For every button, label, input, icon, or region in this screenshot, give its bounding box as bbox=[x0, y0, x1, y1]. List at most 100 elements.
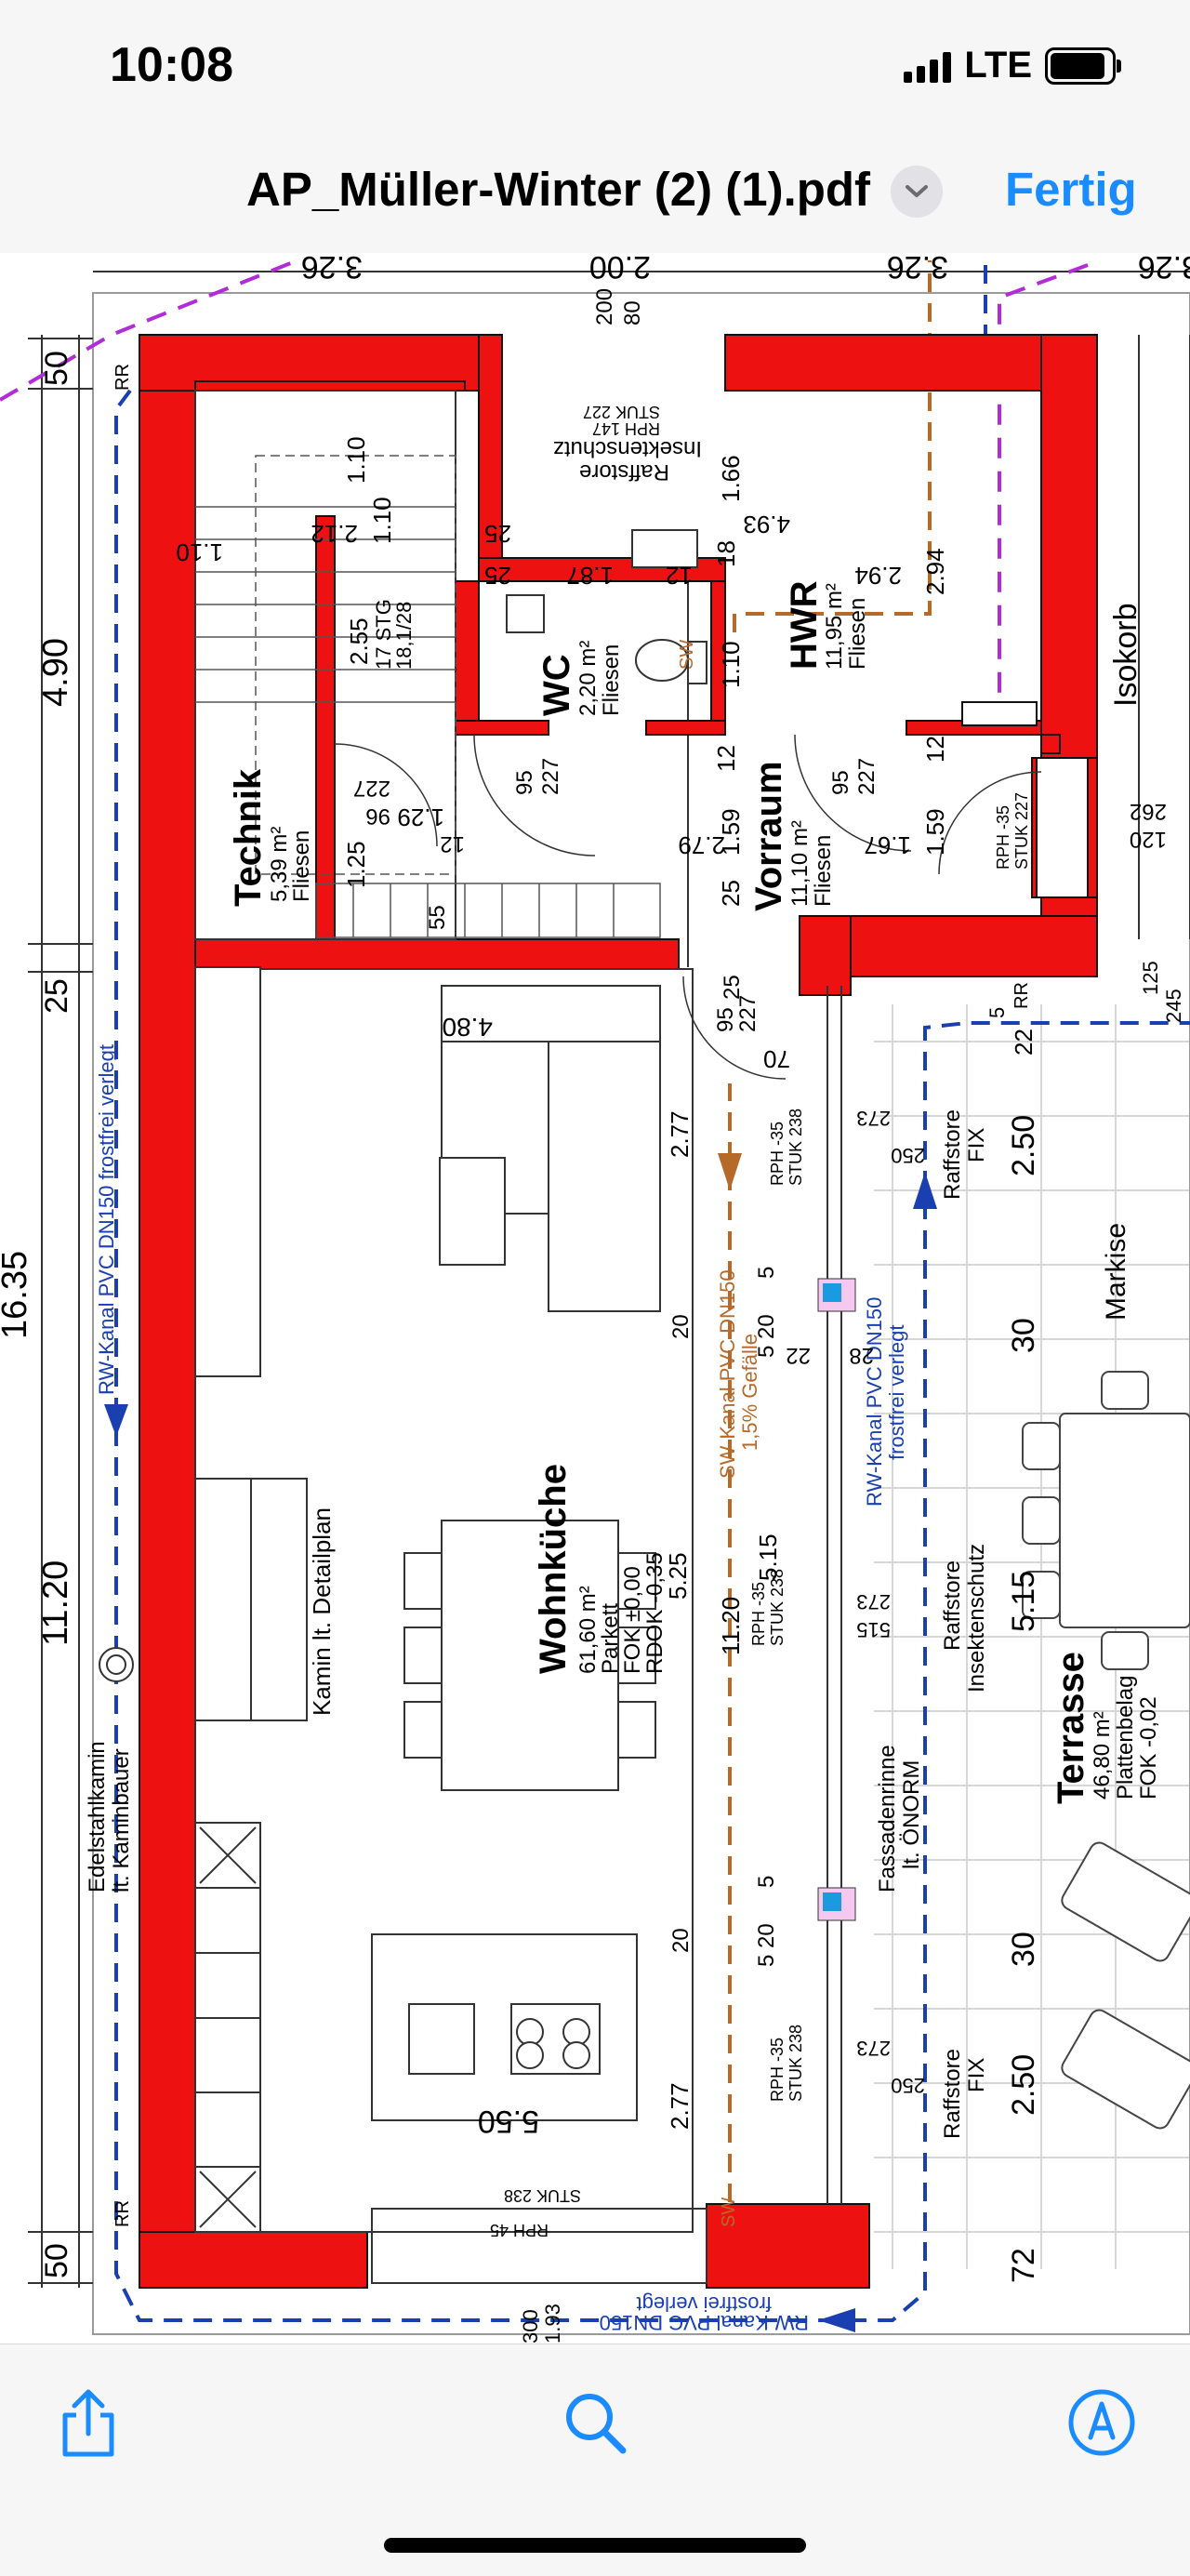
dim-166: 1.66 bbox=[717, 455, 745, 502]
dim-left-1120: 11.20 bbox=[36, 1560, 75, 1646]
dim-277a: 2.77 bbox=[666, 1110, 694, 1158]
markup-button[interactable] bbox=[1064, 2385, 1139, 2460]
dim-18: 18 bbox=[712, 540, 740, 567]
dim-left-490: 4.90 bbox=[36, 638, 75, 707]
dim-273b: 273 bbox=[856, 1590, 891, 1613]
furniture bbox=[194, 966, 661, 2233]
dim-left-50a: 50 bbox=[39, 351, 74, 386]
dim-rph3: RPH -35 bbox=[768, 2038, 787, 2102]
dim-250c: 250 bbox=[891, 2074, 925, 2097]
dim-5a: 5 bbox=[985, 1007, 1009, 1018]
window-columns bbox=[817, 1278, 856, 1921]
top-rph-label: RPH 147 bbox=[592, 419, 660, 438]
dim-30b: 30 bbox=[1006, 1932, 1041, 1967]
dim-245: 245 bbox=[1162, 989, 1185, 1023]
dim-top-200: 2.00 bbox=[589, 253, 651, 285]
dim-25d: 25 bbox=[720, 975, 745, 1000]
dim-250a: 2.50 bbox=[1006, 1115, 1041, 1176]
dim-273c: 273 bbox=[856, 2037, 891, 2060]
dimension-lines bbox=[28, 271, 1190, 2288]
markise-label: Markise bbox=[1101, 1223, 1131, 1321]
dim-277b: 2.77 bbox=[666, 2082, 694, 2130]
dim-stuk1: STUK 238 bbox=[787, 1109, 805, 1186]
dim-110b: 1.10 bbox=[176, 538, 223, 566]
room-floor-wohnkueche: Parkett bbox=[598, 1603, 623, 1674]
dim-294b: 2.94 bbox=[921, 548, 949, 595]
dim-20a: 20 bbox=[668, 1314, 694, 1339]
stairs2-label: 18,1/28 bbox=[392, 602, 416, 670]
room-floor-terrasse: Plattenbelag bbox=[1113, 1676, 1138, 1799]
title-menu-button[interactable] bbox=[891, 166, 943, 218]
dim-255: 2.55 bbox=[345, 617, 373, 665]
fassadenrinne-label: Fassadenrinne bbox=[875, 1745, 900, 1892]
room-area-hwr: 11,95 m² bbox=[822, 583, 847, 670]
dim-193: 1.93 bbox=[541, 2304, 564, 2344]
dimension-labels: 4.90 25 11.20 50 50 16.35 3.26 2.00 3.26… bbox=[0, 253, 1190, 2344]
bottom-rph-label: RPH 45 bbox=[490, 2221, 549, 2239]
rw-right-label: RW-Kanal PVC DN150 bbox=[863, 1297, 886, 1507]
dim-227b: 227 bbox=[854, 758, 879, 795]
dim-300: 300 bbox=[519, 2309, 542, 2344]
dim-30a: 30 bbox=[1006, 1318, 1041, 1353]
dim-159a: 1.59 bbox=[717, 808, 745, 856]
dim-520b: 5 20 bbox=[754, 1923, 779, 1967]
sw-kanal-label: SW-Kanal PVC DN150 bbox=[716, 1269, 739, 1479]
dim-top-326a: 3.26 bbox=[301, 253, 363, 285]
share-icon bbox=[62, 2389, 114, 2457]
chevron-down-icon bbox=[906, 185, 928, 197]
dim-294a: 2.94 bbox=[854, 562, 902, 590]
room-name-vorraum: Vorraum bbox=[748, 761, 789, 911]
dim-273a: 273 bbox=[856, 1107, 891, 1130]
fix-1: FIX bbox=[964, 1128, 989, 1162]
stairs-label: 17 STG bbox=[372, 599, 395, 670]
search-button[interactable] bbox=[558, 2385, 632, 2460]
dim-5b: 5 bbox=[754, 1267, 779, 1279]
sw-bottom-label: SW bbox=[719, 2198, 739, 2227]
dim-72: 72 bbox=[1006, 2248, 1041, 2283]
dim-120: 120 bbox=[1130, 827, 1167, 852]
dim-515a: 5.15 bbox=[754, 1534, 782, 1581]
dim-520a: 5 20 bbox=[754, 1314, 779, 1358]
top-raffstore-label: Raffstore bbox=[579, 459, 669, 485]
floor-plan-viewer[interactable]: Technik 5,39 m² Fliesen WC 2,20 m² Flies… bbox=[0, 253, 1190, 2344]
dim-227d: 227 bbox=[735, 995, 760, 1032]
dim-515c: 5.15 bbox=[1006, 1571, 1041, 1632]
room-fok-wohnkueche: FOK ±0,00 bbox=[620, 1566, 645, 1674]
door-swings bbox=[334, 734, 1042, 1080]
room-floor-vorraum: Fliesen bbox=[811, 835, 836, 907]
raffstore-fix-1: Raffstore bbox=[940, 1109, 965, 1200]
dim-250d: 2.50 bbox=[1006, 2054, 1041, 2116]
dim-top-326b: 3.26 bbox=[887, 253, 948, 285]
rr-top-label: RR bbox=[112, 364, 133, 391]
dim-left-1635: 16.35 bbox=[0, 1251, 34, 1339]
dim-left-25: 25 bbox=[39, 978, 74, 1014]
room-floor-hwr: Fliesen bbox=[845, 598, 870, 670]
dim-rph-top: RPH -35 bbox=[994, 805, 1012, 870]
sw-top-label: SW bbox=[677, 640, 697, 670]
dim-129: 1.29 bbox=[397, 803, 444, 831]
dim-rph2: RPH -35 bbox=[749, 1582, 768, 1646]
status-bar: 10:08 LTE bbox=[0, 0, 1190, 139]
done-button[interactable]: Fertig bbox=[1005, 163, 1137, 216]
dim-110c: 1.10 bbox=[368, 497, 396, 544]
dim-12c: 12 bbox=[921, 736, 949, 763]
dim-28: 28 bbox=[849, 1343, 874, 1368]
insektenschutz-label: Insektenschutz bbox=[964, 1544, 989, 1693]
dim-25c: 25 bbox=[717, 880, 745, 907]
dim-rph1: RPH -35 bbox=[768, 1122, 787, 1186]
dim-95c: 95 bbox=[713, 1007, 738, 1032]
room-area-wc: 2,20 m² bbox=[575, 641, 601, 716]
staircase bbox=[195, 455, 661, 938]
dim-96: 96 bbox=[365, 803, 390, 829]
share-button[interactable] bbox=[51, 2385, 126, 2460]
dim-12d: 12 bbox=[440, 831, 465, 856]
edelstahlkamin-label: Edelstahlkamin bbox=[85, 1741, 110, 1892]
battery-icon bbox=[1045, 46, 1121, 85]
dim-125b: 125 bbox=[1139, 961, 1162, 995]
room-fok-terrasse: FOK -0,02 bbox=[1136, 1696, 1161, 1799]
rw-right-label2: frostfrei verlegt bbox=[885, 1325, 908, 1461]
document-title[interactable]: AP_Müller-Winter (2) (1).pdf bbox=[246, 163, 871, 216]
room-area-technik: 5,39 m² bbox=[267, 827, 292, 902]
bottom-toolbar bbox=[0, 2344, 1190, 2576]
room-area-wohnkueche: 61,60 m² bbox=[575, 1586, 601, 1674]
